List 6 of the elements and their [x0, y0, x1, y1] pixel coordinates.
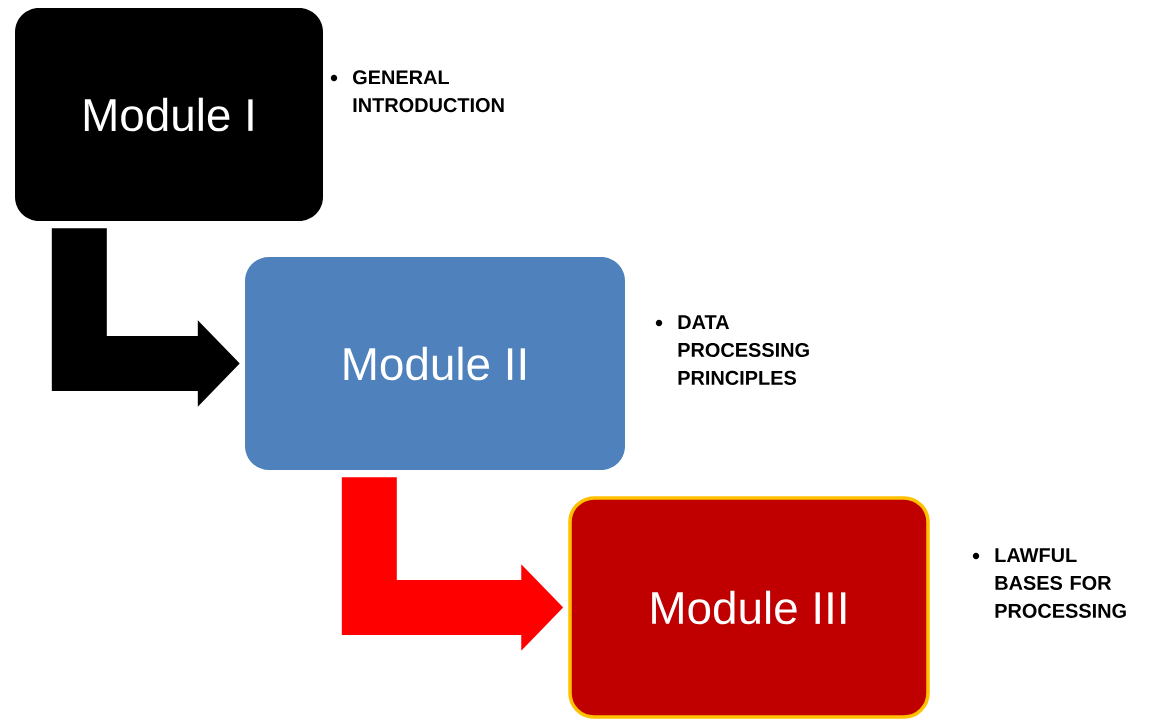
bullet-text: LAWFUL BASES FOR PROCESSING [972, 548, 1126, 618]
module-box: Module III [568, 496, 930, 719]
module-box: Module I [15, 8, 323, 221]
bullet-text: DATA PROCESSING PRINCIPLES [655, 315, 809, 385]
module-box: Module II [245, 257, 625, 470]
bullet-text: GENERAL INTRODUCTION [330, 70, 504, 113]
